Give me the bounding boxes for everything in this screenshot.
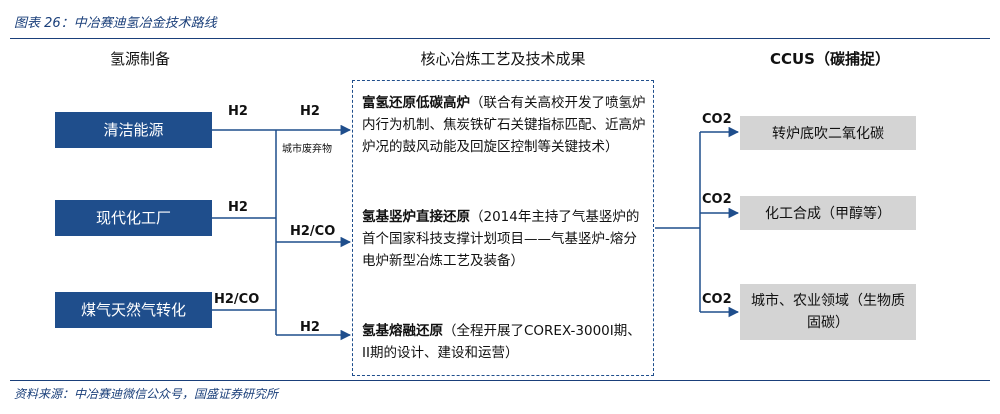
header-hydrogen-source: 氢源制备 xyxy=(109,50,170,68)
tech-title: 富氢还原低碳高炉 xyxy=(362,95,470,111)
label-city-waste: 城市废弃物 xyxy=(282,144,332,155)
output-chemical-synthesis: 化工合成（甲醇等） xyxy=(740,196,916,230)
tech-title: 氢基熔融还原 xyxy=(362,323,443,339)
tech-body: （全程开展了COREX-3000I期、II期的设计、建设和运营） xyxy=(362,323,641,361)
figure-title: 图表 26：中冶赛迪氢冶金技术路线 xyxy=(14,16,217,31)
label-coal-h2co: H2/CO xyxy=(214,292,260,307)
tech-shaft-furnace-reduction: 氢基竖炉直接还原（2014年主持了气基竖炉的首个国家科技支撑计划项目——气基竖炉… xyxy=(362,206,646,272)
source-gas-conversion: 煤气天然气转化 xyxy=(55,292,212,328)
output-biomass-carbon: 城市、农业领域（生物质固碳） xyxy=(740,284,916,340)
label-city-h2: H2 xyxy=(300,104,320,119)
tech-body: （2014年主持了气基竖炉的首个国家科技支撑计划项目——气基竖炉-熔分电炉新型冶… xyxy=(362,209,640,269)
label-clean-h2: H2 xyxy=(228,104,248,119)
label-modern-h2: H2 xyxy=(228,200,248,215)
header-ccus: CCUS（碳捕捉） xyxy=(769,50,890,68)
tech-hydrogen-rich-blast-furnace: 富氢还原低碳高炉（联合有关高校开发了喷氢炉内行为机制、焦炭铁矿石关键指标匹配、近… xyxy=(362,92,646,158)
top-rule xyxy=(10,38,990,39)
core-process-box xyxy=(352,80,654,376)
label-bottom-h2: H2 xyxy=(300,320,320,335)
label-co2-1: CO2 xyxy=(702,112,732,127)
label-mid-h2co: H2/CO xyxy=(290,224,336,239)
label-co2-2: CO2 xyxy=(702,192,732,207)
tech-body: （联合有关高校开发了喷氢炉内行为机制、焦炭铁矿石关键指标匹配、近高炉炉况的鼓风动… xyxy=(362,95,646,155)
source-note: 资料来源：中冶赛迪微信公众号，国盛证券研究所 xyxy=(14,387,279,401)
header-core-process: 核心冶炼工艺及技术成果 xyxy=(420,50,586,68)
source-clean-energy: 清洁能源 xyxy=(55,112,212,148)
source-modern-chemical-plant: 现代化工厂 xyxy=(55,200,212,236)
output-converter-co2: 转炉底吹二氧化碳 xyxy=(740,116,916,150)
bottom-rule xyxy=(10,380,990,381)
tech-smelting-reduction: 氢基熔融还原（全程开展了COREX-3000I期、II期的设计、建设和运营） xyxy=(362,320,646,364)
label-co2-3: CO2 xyxy=(702,292,732,307)
tech-title: 氢基竖炉直接还原 xyxy=(362,209,470,225)
